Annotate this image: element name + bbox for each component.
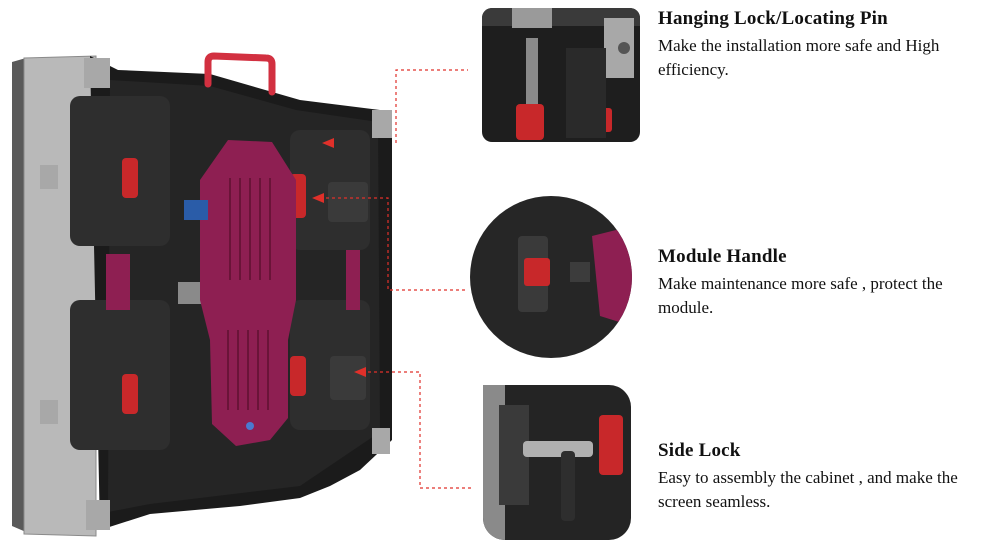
- feature-title: Side Lock: [658, 440, 741, 461]
- hanging-lock-thumbnail: [482, 8, 640, 142]
- feature-description: Make the installation more safe and High…: [658, 36, 940, 79]
- led-module: [200, 140, 296, 446]
- feature-hanging-lock: Hanging Lock/Locating Pin Make the insta…: [658, 8, 998, 82]
- feature-title: Module Handle: [658, 246, 787, 267]
- carry-handle: [204, 52, 276, 96]
- led-cabinet-illustration: [12, 52, 392, 537]
- module-handle-thumbnail: [470, 196, 632, 358]
- leader-line-hanging-lock: [395, 69, 468, 143]
- feature-module-handle: Module Handle Make maintenance more safe…: [658, 246, 998, 320]
- feature-side-lock: Side Lock Easy to assembly the cabinet ,…: [658, 440, 998, 514]
- feature-title: Hanging Lock/Locating Pin: [658, 8, 888, 29]
- feature-description: Make maintenance more safe , protect the…: [658, 274, 943, 317]
- leader-line-module-handle: [320, 197, 465, 291]
- leader-line-side-lock: [362, 371, 474, 489]
- feature-description: Easy to assembly the cabinet , and make …: [658, 468, 958, 511]
- cabinet-side-frame: [12, 58, 26, 532]
- side-lock-thumbnail: [483, 385, 631, 540]
